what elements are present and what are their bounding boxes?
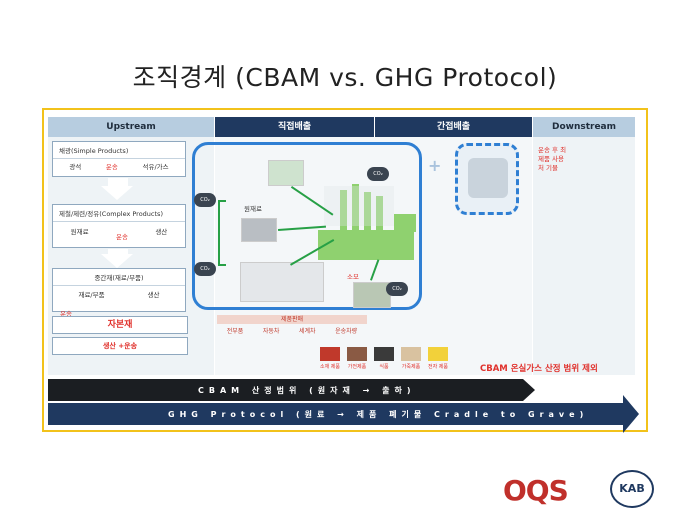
consumables-label: 소모 — [347, 273, 359, 281]
sales-item: 운송차량 — [335, 328, 358, 335]
storage-tank-image — [268, 160, 304, 186]
ghg-scope-arrowhead — [623, 395, 639, 433]
arrow-down-1 — [101, 186, 133, 200]
oqs-logo: OQS — [503, 474, 569, 507]
header-downstream: Downstream — [533, 117, 635, 137]
factory-stack-1 — [340, 190, 347, 232]
mining-item-ore: 광석 — [69, 163, 82, 171]
ghg-scope-band: GHG Protocol (원료 → 제품 폐기물 Cradle to Grav… — [48, 403, 623, 425]
intermediate-item-production: 생산 — [147, 291, 160, 299]
cbam-exclusion-note: CBAM 온실가스 산정 범위 제외 — [480, 364, 598, 374]
header-direct: 직접배출 — [215, 117, 374, 137]
sales-item: 세계차 — [298, 328, 316, 335]
refining-title: 제철/제련/정유(Complex Products) — [53, 205, 185, 222]
mining-item-oil: 석유/가스 — [142, 163, 169, 171]
downstream-note: 운송 후 최 제품 사용 처 기물 — [538, 146, 567, 172]
co2-cloud-2: CO₂ — [194, 262, 216, 276]
factory-shadow — [324, 186, 394, 226]
cbam-scope-band: CBAM 산정범위 (원자재 → 출하) — [48, 379, 523, 401]
factory-base — [318, 230, 414, 260]
steel-coil-image — [241, 218, 277, 242]
green-bracket — [218, 200, 226, 266]
production-transport-box: 생산 +운송 — [52, 337, 188, 355]
factory-shed — [394, 214, 416, 232]
mining-box: 채광(Simple Products) 광석 운송 석유/가스 — [52, 141, 186, 177]
product-image-2 — [347, 347, 367, 361]
product-image-4 — [401, 347, 421, 361]
upstream-transport-label: 운송 — [60, 310, 72, 318]
cbam-scope-label: CBAM 산정범위 (원자재 → 출하) — [198, 386, 416, 395]
intermediate-box: 중간재(재료/부품) 재료/부품 생산 — [52, 268, 186, 312]
refining-item-production: 생산 — [155, 228, 168, 236]
factory-stack-2 — [352, 184, 359, 232]
intermediate-title: 중간재(재료/부품) — [53, 269, 185, 286]
co2-cloud-4: CO₂ — [386, 282, 408, 296]
factory-stack-3 — [364, 192, 371, 232]
product-image-3 — [374, 347, 394, 361]
plant-aerial-image — [353, 282, 391, 308]
power-plant-image — [468, 158, 508, 198]
cbam-scope-arrowhead — [523, 379, 535, 401]
sales-row: 전부품 자동차 세계차 운송차량 — [217, 326, 367, 335]
cbam-boundary — [192, 142, 422, 310]
refining-box: 제철/제련/정유(Complex Products) 원재료 운송 생산 — [52, 204, 186, 248]
refining-item-raw: 원재료 — [70, 228, 89, 236]
header-upstream: Upstream — [48, 117, 214, 137]
refining-item-transport: 운송 — [115, 233, 128, 241]
product-image-1 — [320, 347, 340, 361]
product-label: 소재 제품 — [320, 364, 340, 370]
mining-item-transport: 운송 — [105, 163, 118, 171]
raw-material-label: 원재료 — [244, 205, 262, 213]
arrow-stem-1 — [108, 178, 128, 186]
product-label: 전자 제품 — [428, 364, 448, 370]
co2-cloud-1: CO₂ — [194, 193, 216, 207]
capital-goods-box: 자본재 — [52, 316, 188, 334]
raw-material-image — [240, 262, 324, 302]
product-label: 가전제품 — [347, 364, 367, 370]
factory-stack-4 — [376, 196, 383, 232]
sales-item: 전부품 — [226, 328, 244, 335]
product-image-5 — [428, 347, 448, 361]
plus-icon: + — [428, 156, 442, 175]
sales-item: 자동차 — [262, 328, 280, 335]
arrow-stem-2 — [108, 249, 128, 255]
kab-logo: KAB — [610, 470, 654, 508]
product-label: 식품 — [379, 364, 389, 370]
mining-title: 채광(Simple Products) — [53, 142, 185, 159]
co2-cloud-3: CO₂ — [367, 167, 389, 181]
ghg-scope-label: GHG Protocol (원료 → 제품 폐기물 Cradle to Grav… — [168, 410, 589, 419]
sales-title: 제품판매 — [217, 315, 367, 324]
arrow-down-2 — [101, 254, 133, 268]
header-indirect: 간접배출 — [375, 117, 532, 137]
product-label: 가죽제품 — [401, 364, 421, 370]
intermediate-item-parts: 재료/부품 — [78, 291, 105, 299]
downstream-panel — [533, 137, 635, 375]
slide-title: 조직경계 (CBAM vs. GHG Protocol) — [132, 63, 558, 92]
